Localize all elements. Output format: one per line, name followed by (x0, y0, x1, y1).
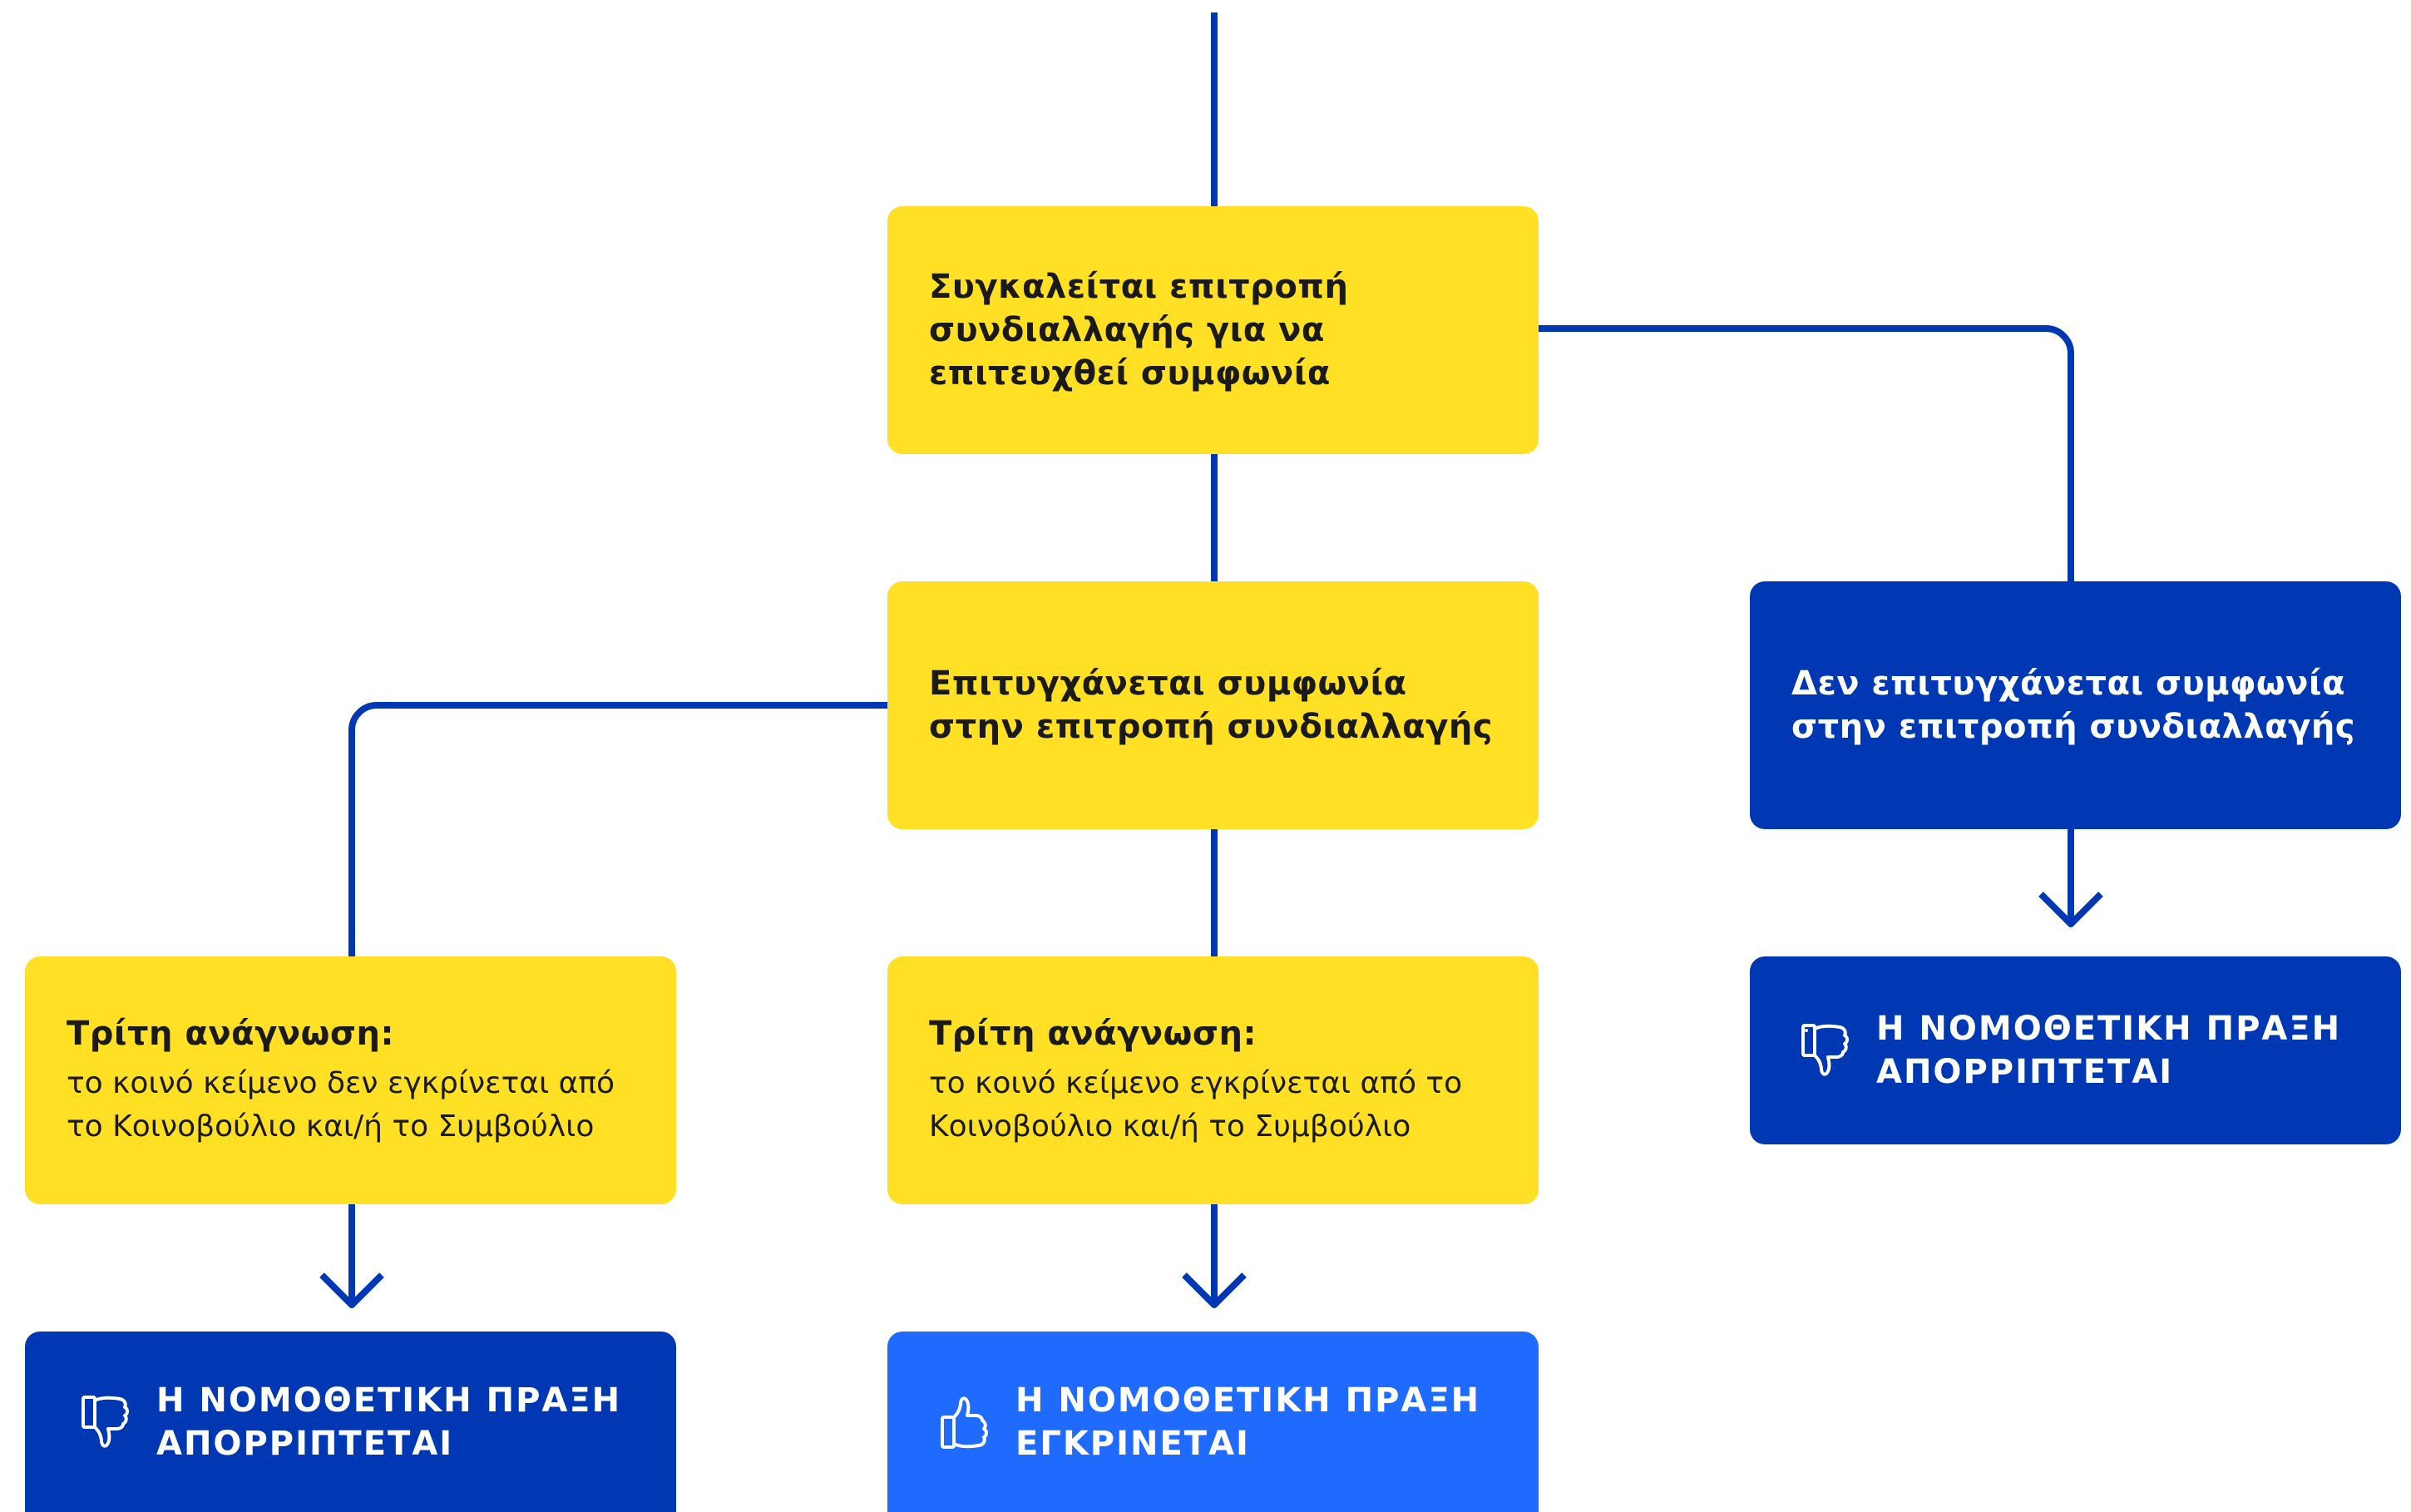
node-third-reading-rejected-title: Τρίτη ανάγνωση: (67, 1015, 395, 1053)
node-conciliation: Συγκαλείται επιτροπή συνδιαλλαγής για να… (887, 206, 1539, 454)
result-approved-line2: ΕΓΚΡΙΝΕΤΑΙ (1015, 1424, 1250, 1463)
connector-conciliation-to-no-agreement (1539, 325, 2074, 582)
result-approved: Η ΝΟΜΟΘΕΤΙΚΗ ΠΡΑΞΗ ΕΓΚΡΙΝΕΤΑΙ (887, 1332, 1539, 1512)
connector-agreement-to-rejection (348, 702, 887, 957)
node-no-agreement-text: Δεν επιτυγχάνεται συμφωνία στην επιτροπή… (1791, 665, 2355, 746)
thumbs-up-icon (941, 1396, 988, 1449)
result-rejected-left-line1: Η ΝΟΜΟΘΕΤΙΚΗ ΠΡΑΞΗ (156, 1381, 622, 1420)
node-third-reading-rejected-text: το κοινό κείμενο δεν εγκρίνεται από το Κ… (67, 1066, 615, 1144)
result-rejected-left: Η ΝΟΜΟΘΕΤΙΚΗ ΠΡΑΞΗ ΑΠΟΡΡΙΠΤΕΤΑΙ (25, 1332, 676, 1512)
node-agreement-reached: Επιτυγχάνεται συμφωνία στην επιτροπή συν… (887, 581, 1539, 829)
node-third-reading-rejected: Τρίτη ανάγνωση: το κοινό κείμενο δεν εγκ… (25, 956, 676, 1204)
result-rejected-right-line1: Η ΝΟΜΟΘΕΤΙΚΗ ΠΡΑΞΗ (1876, 1010, 2342, 1048)
node-third-reading-approved-text: το κοινό κείμενο εγκρίνεται από το Κοινο… (929, 1066, 1463, 1144)
result-rejected-left-label: Η ΝΟΜΟΘΕΤΙΚΗ ΠΡΑΞΗ ΑΠΟΡΡΙΠΤΕΤΑΙ (156, 1379, 621, 1465)
result-rejected-left-line2: ΑΠΟΡΡΙΠΤΕΤΑΙ (156, 1424, 454, 1463)
thumbs-down-icon (82, 1395, 129, 1447)
result-approved-line1: Η ΝΟΜΟΘΕΤΙΚΗ ΠΡΑΞΗ (1015, 1381, 1481, 1420)
node-agreement-reached-text: Επιτυγχάνεται συμφωνία στην επιτροπή συν… (929, 665, 1493, 746)
node-third-reading-approved-title: Τρίτη ανάγνωση: (929, 1015, 1257, 1053)
result-approved-label: Η ΝΟΜΟΘΕΤΙΚΗ ΠΡΑΞΗ ΕΓΚΡΙΝΕΤΑΙ (1015, 1379, 1480, 1465)
node-third-reading-approved: Τρίτη ανάγνωση: το κοινό κείμενο εγκρίνε… (887, 956, 1539, 1204)
node-conciliation-text: Συγκαλείται επιτροπή συνδιαλλαγής για να… (929, 268, 1349, 393)
result-rejected-right: Η ΝΟΜΟΘΕΤΙΚΗ ΠΡΑΞΗ ΑΠΟΡΡΙΠΤΕΤΑΙ (1750, 956, 2401, 1144)
result-rejected-right-line2: ΑΠΟΡΡΙΠΤΕΤΑΙ (1876, 1053, 2174, 1091)
arrow-down-center (1182, 1204, 1247, 1308)
node-no-agreement: Δεν επιτυγχάνεται συμφωνία στην επιτροπή… (1750, 581, 2401, 829)
arrow-down-left (319, 1204, 384, 1308)
thumbs-down-icon (1801, 1024, 1849, 1076)
result-rejected-right-label: Η ΝΟΜΟΘΕΤΙΚΗ ΠΡΑΞΗ ΑΠΟΡΡΙΠΤΕΤΑΙ (1876, 1007, 2341, 1094)
arrow-down-right (2038, 828, 2103, 927)
